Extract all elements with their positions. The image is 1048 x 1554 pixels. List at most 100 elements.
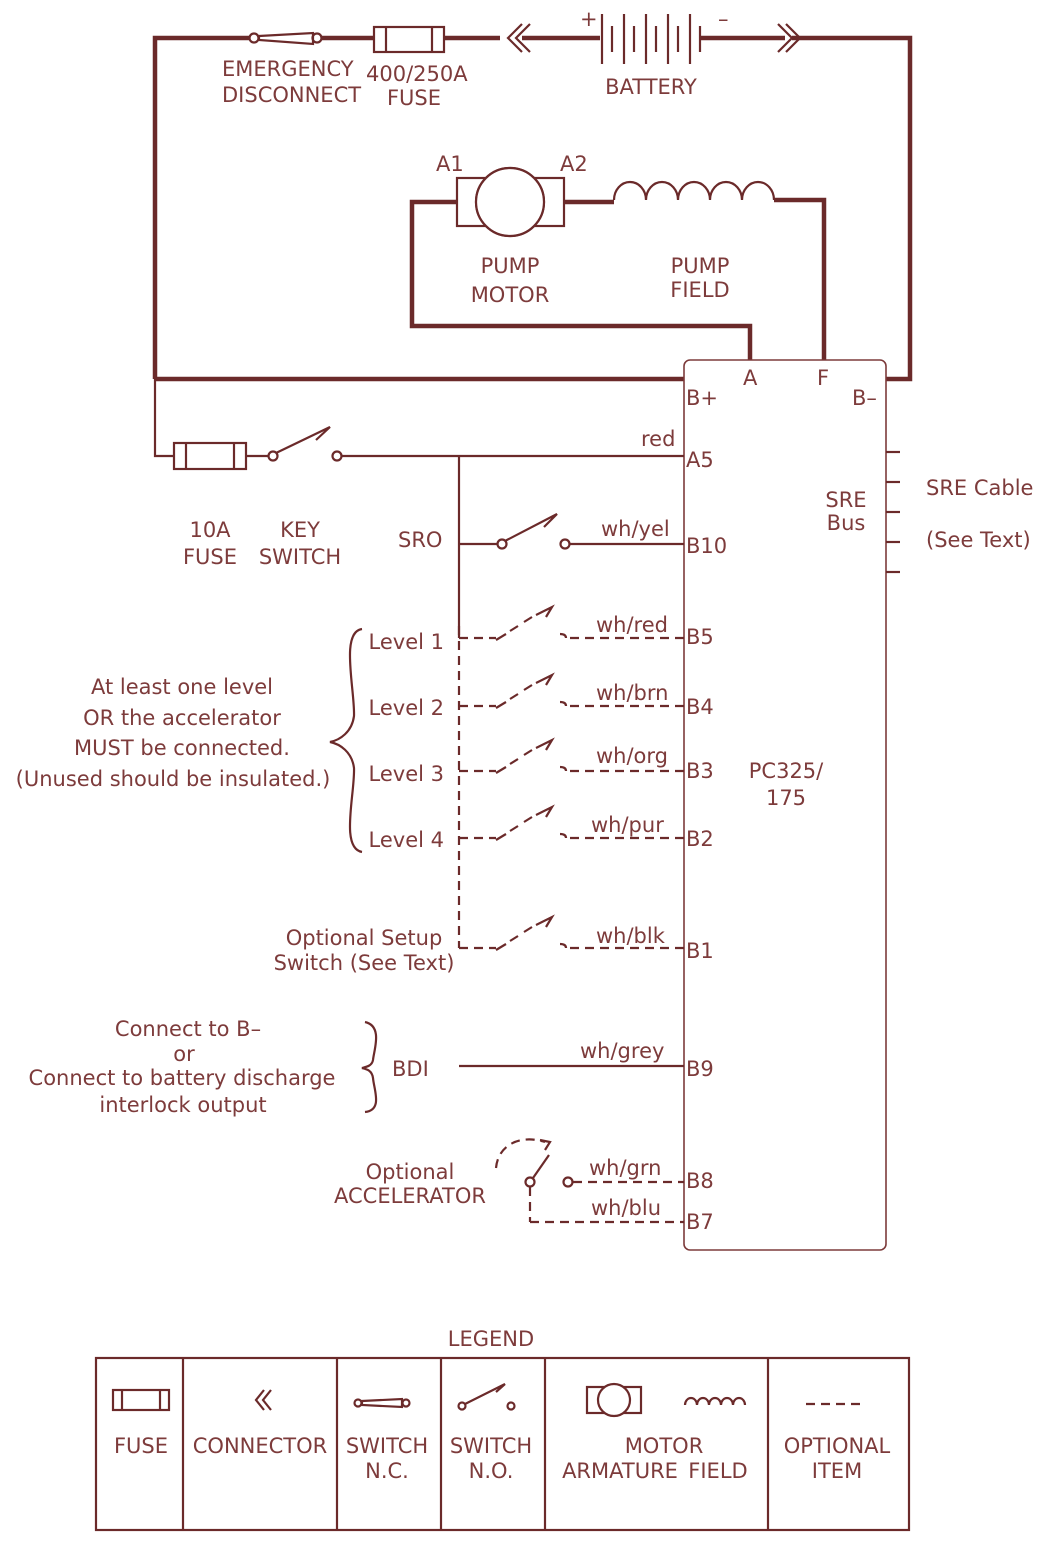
sre-bus-ticks	[886, 450, 900, 574]
terminal-bplus-label: B+	[686, 386, 718, 410]
note-line-1: At least one level	[91, 675, 273, 699]
key-switch-label-1: KEY	[280, 518, 320, 542]
legend-connector-label: CONNECTOR	[193, 1434, 328, 1458]
controller-name-2: 175	[766, 786, 806, 810]
note-line-4: (Unused should be insulated.)	[16, 767, 331, 791]
pin-b5-label: B5	[686, 625, 714, 649]
note-line-3: MUST be connected.	[74, 736, 290, 760]
legend-switch-nc-label-2: N.C.	[365, 1459, 409, 1483]
a2-label: A2	[560, 152, 588, 176]
sre-bus-label-2: Bus	[827, 511, 866, 535]
legend-connector-icon	[254, 1389, 272, 1411]
level-2-label: Level 2	[369, 696, 444, 720]
legend-field-icon	[683, 1396, 747, 1406]
fuse-10a-label-2: FUSE	[183, 545, 237, 569]
see-text-label: (See Text)	[926, 528, 1031, 552]
sro-switch	[459, 513, 684, 550]
legend-switch-no-icon	[457, 1383, 516, 1411]
setup-label-1: Optional Setup	[286, 926, 443, 950]
sre-bus-label-1: SRE	[825, 488, 866, 512]
pump-field	[564, 180, 827, 360]
pin-b9-label: B9	[686, 1057, 714, 1081]
accelerator-switch	[494, 1138, 684, 1224]
wh-yel-wire-label: wh/yel	[601, 517, 670, 541]
level-4-switch	[459, 804, 684, 841]
setup-switch	[459, 914, 684, 951]
wh-brn-wire-label: wh/brn	[596, 681, 668, 705]
level-3-switch	[459, 737, 684, 774]
level-1-switch	[459, 604, 684, 641]
legend-armature-label: ARMATURE	[562, 1459, 678, 1483]
terminal-bminus-label: B–	[852, 386, 877, 410]
pump-motor	[455, 166, 566, 238]
main-fuse-label-2: FUSE	[387, 86, 441, 110]
level-1-label: Level 1	[369, 630, 444, 654]
note-line-2: OR the accelerator	[83, 706, 281, 730]
wh-grey-wire-label: wh/grey	[580, 1039, 664, 1063]
battery-label: BATTERY	[605, 75, 697, 99]
legend-title: LEGEND	[448, 1327, 534, 1351]
main-fuse-label-1: 400/250A	[366, 62, 468, 86]
wh-pur-wire-label: wh/pur	[591, 813, 664, 837]
legend-field-label: FIELD	[688, 1459, 747, 1483]
level-2-switch	[459, 672, 684, 709]
battery-connector-left	[506, 23, 531, 53]
fuse-10a-label-1: 10A	[189, 518, 231, 542]
emergency-disconnect-label-1: EMERGENCY	[222, 57, 354, 81]
emergency-disconnect-label-2: DISCONNECT	[222, 83, 361, 107]
legend-optional-label-2: ITEM	[812, 1459, 862, 1483]
level-4-label: Level 4	[369, 828, 444, 852]
legend-optional-label-1: OPTIONAL	[784, 1434, 891, 1458]
bdi-brace	[361, 1020, 378, 1114]
pin-b10-label: B10	[686, 534, 727, 558]
terminal-f-label: F	[817, 366, 829, 390]
pin-b4-label: B4	[686, 695, 714, 719]
legend-fuse-label: FUSE	[114, 1434, 168, 1458]
legend-fuse-icon	[111, 1388, 171, 1412]
battery-minus-label: –	[718, 7, 729, 31]
bdi-note-1: Connect to B–	[115, 1017, 261, 1041]
pump-field-label-2: FIELD	[670, 278, 729, 302]
accelerator-label-1: Optional	[366, 1160, 455, 1184]
pin-a5-label: A5	[686, 448, 714, 472]
legend-switch-no-label-1: SWITCH	[450, 1434, 532, 1458]
controller-box	[683, 359, 887, 1251]
armature-lead	[409, 199, 753, 360]
wh-org-wire-label: wh/org	[596, 744, 668, 768]
sre-cable-label: SRE Cable	[926, 476, 1033, 500]
terminal-a-label: A	[743, 366, 758, 390]
legend-motor-icon	[585, 1382, 643, 1418]
main-fuse	[372, 25, 446, 54]
battery	[600, 14, 702, 64]
bdi-note-4: interlock output	[99, 1093, 266, 1117]
pin-b2-label: B2	[686, 827, 714, 851]
a1-label: A1	[436, 152, 464, 176]
legend-switch-no-label-2: N.O.	[469, 1459, 514, 1483]
pin-b3-label: B3	[686, 759, 714, 783]
legend-motor-label: MOTOR	[625, 1434, 704, 1458]
wh-blk-wire-label: wh/blk	[596, 924, 666, 948]
key-circuit	[153, 379, 684, 638]
main-power-loop	[152, 14, 913, 382]
setup-label-2: Switch (See Text)	[274, 951, 455, 975]
battery-plus-label: +	[580, 7, 598, 31]
pin-b7-label: B7	[686, 1210, 714, 1234]
pump-motor-label-2: MOTOR	[471, 283, 550, 307]
bdi-label: BDI	[392, 1057, 429, 1081]
level-3-label: Level 3	[369, 762, 444, 786]
controller-name-1: PC325/	[749, 759, 824, 783]
pin-b1-label: B1	[686, 939, 714, 963]
key-switch-label-2: SWITCH	[259, 545, 341, 569]
emergency-disconnect-switch	[248, 31, 323, 46]
accelerator-label-2: ACCELERATOR	[334, 1184, 486, 1208]
pump-motor-label-1: PUMP	[481, 254, 540, 278]
pump-field-label-1: PUMP	[671, 254, 730, 278]
legend-switch-nc-label-1: SWITCH	[346, 1434, 428, 1458]
wh-grn-wire-label: wh/grn	[589, 1156, 661, 1180]
legend-switch-nc-icon	[353, 1397, 411, 1409]
bdi-note-2: or	[173, 1042, 195, 1066]
pin-b8-label: B8	[686, 1169, 714, 1193]
bdi-note-3: Connect to battery discharge	[29, 1066, 336, 1090]
wh-red-wire-label: wh/red	[596, 613, 668, 637]
